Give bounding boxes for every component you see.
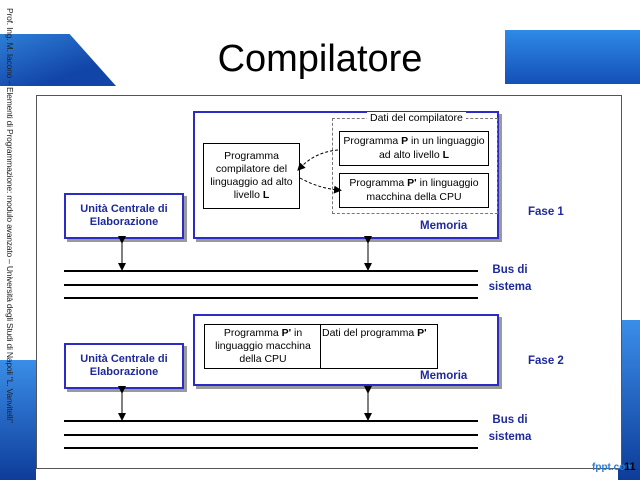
phase1-bus-label-line1: Bus di	[492, 264, 528, 276]
page-number: 11	[624, 461, 636, 473]
phase1-program-p-text: Programma P in un linguaggio ad alto liv…	[343, 135, 485, 161]
bottom-left-decoration	[0, 360, 36, 480]
phase2-bus-label: Bus di sistema	[482, 412, 538, 447]
phase1-cpu-label: Unità Centrale di Elaborazione	[80, 202, 168, 228]
phase1-bus-line	[64, 297, 478, 299]
phase2-bus-label-line2: sistema	[488, 431, 532, 444]
phase1-compiler-data-title: Dati del compilatore	[367, 112, 466, 124]
phase2-program-p-prime-block: Programma P' in linguaggio macchina dell…	[204, 324, 322, 369]
phase2-program-data-block: Dati del programma P'	[320, 324, 438, 369]
phase1-bus-line	[64, 284, 478, 286]
phase2-bus-line	[64, 434, 478, 436]
phase1-bus-label: Bus di sistema	[484, 262, 536, 297]
footer-logo: fppt.com	[592, 462, 635, 473]
phase2-program-data-text: Dati del programma P'	[322, 327, 427, 339]
phase1-bus-line	[64, 270, 478, 272]
phase2-memory-label: Memoria	[420, 370, 468, 382]
phase2-label: Fase 2	[528, 355, 564, 367]
corner-decoration-right	[505, 30, 640, 84]
phase1-compiler-program-block: Programma compilatore del linguaggio ad …	[203, 143, 300, 209]
read-source-arrow	[297, 149, 339, 171]
phase1-bus-label-line2: sistema	[488, 281, 532, 294]
phase2-cpu-label: Unità Centrale di Elaborazione	[80, 352, 168, 378]
phase1-program-p-prime-block: Programma P' in linguaggio macchina dell…	[339, 173, 489, 208]
phase1-program-p-prime-text: Programma P' in linguaggio macchina dell…	[349, 177, 479, 203]
write-output-arrow	[299, 177, 342, 194]
vertical-author-text: Prof. Ing. M. Iacono – Elementi di Progr…	[5, 8, 15, 423]
phase2-cpu-box: Unità Centrale di Elaborazione	[64, 343, 184, 389]
bottom-right-decoration	[618, 320, 640, 480]
phase2-bus-line	[64, 447, 478, 449]
phase1-label: Fase 1	[528, 206, 564, 218]
phase2-program-p-prime-text: Programma P' in linguaggio macchina dell…	[215, 326, 311, 366]
phase2-bus-line	[64, 420, 478, 422]
phase1-program-p-block: Programma P in un linguaggio ad alto liv…	[339, 131, 489, 166]
phase2-bus-label-line1: Bus di	[492, 414, 528, 426]
slide-title: Compilatore	[217, 38, 423, 80]
phase1-memory-label: Memoria	[420, 220, 468, 232]
phase1-compiler-program-text: Programma compilatore del linguaggio ad …	[210, 149, 293, 202]
